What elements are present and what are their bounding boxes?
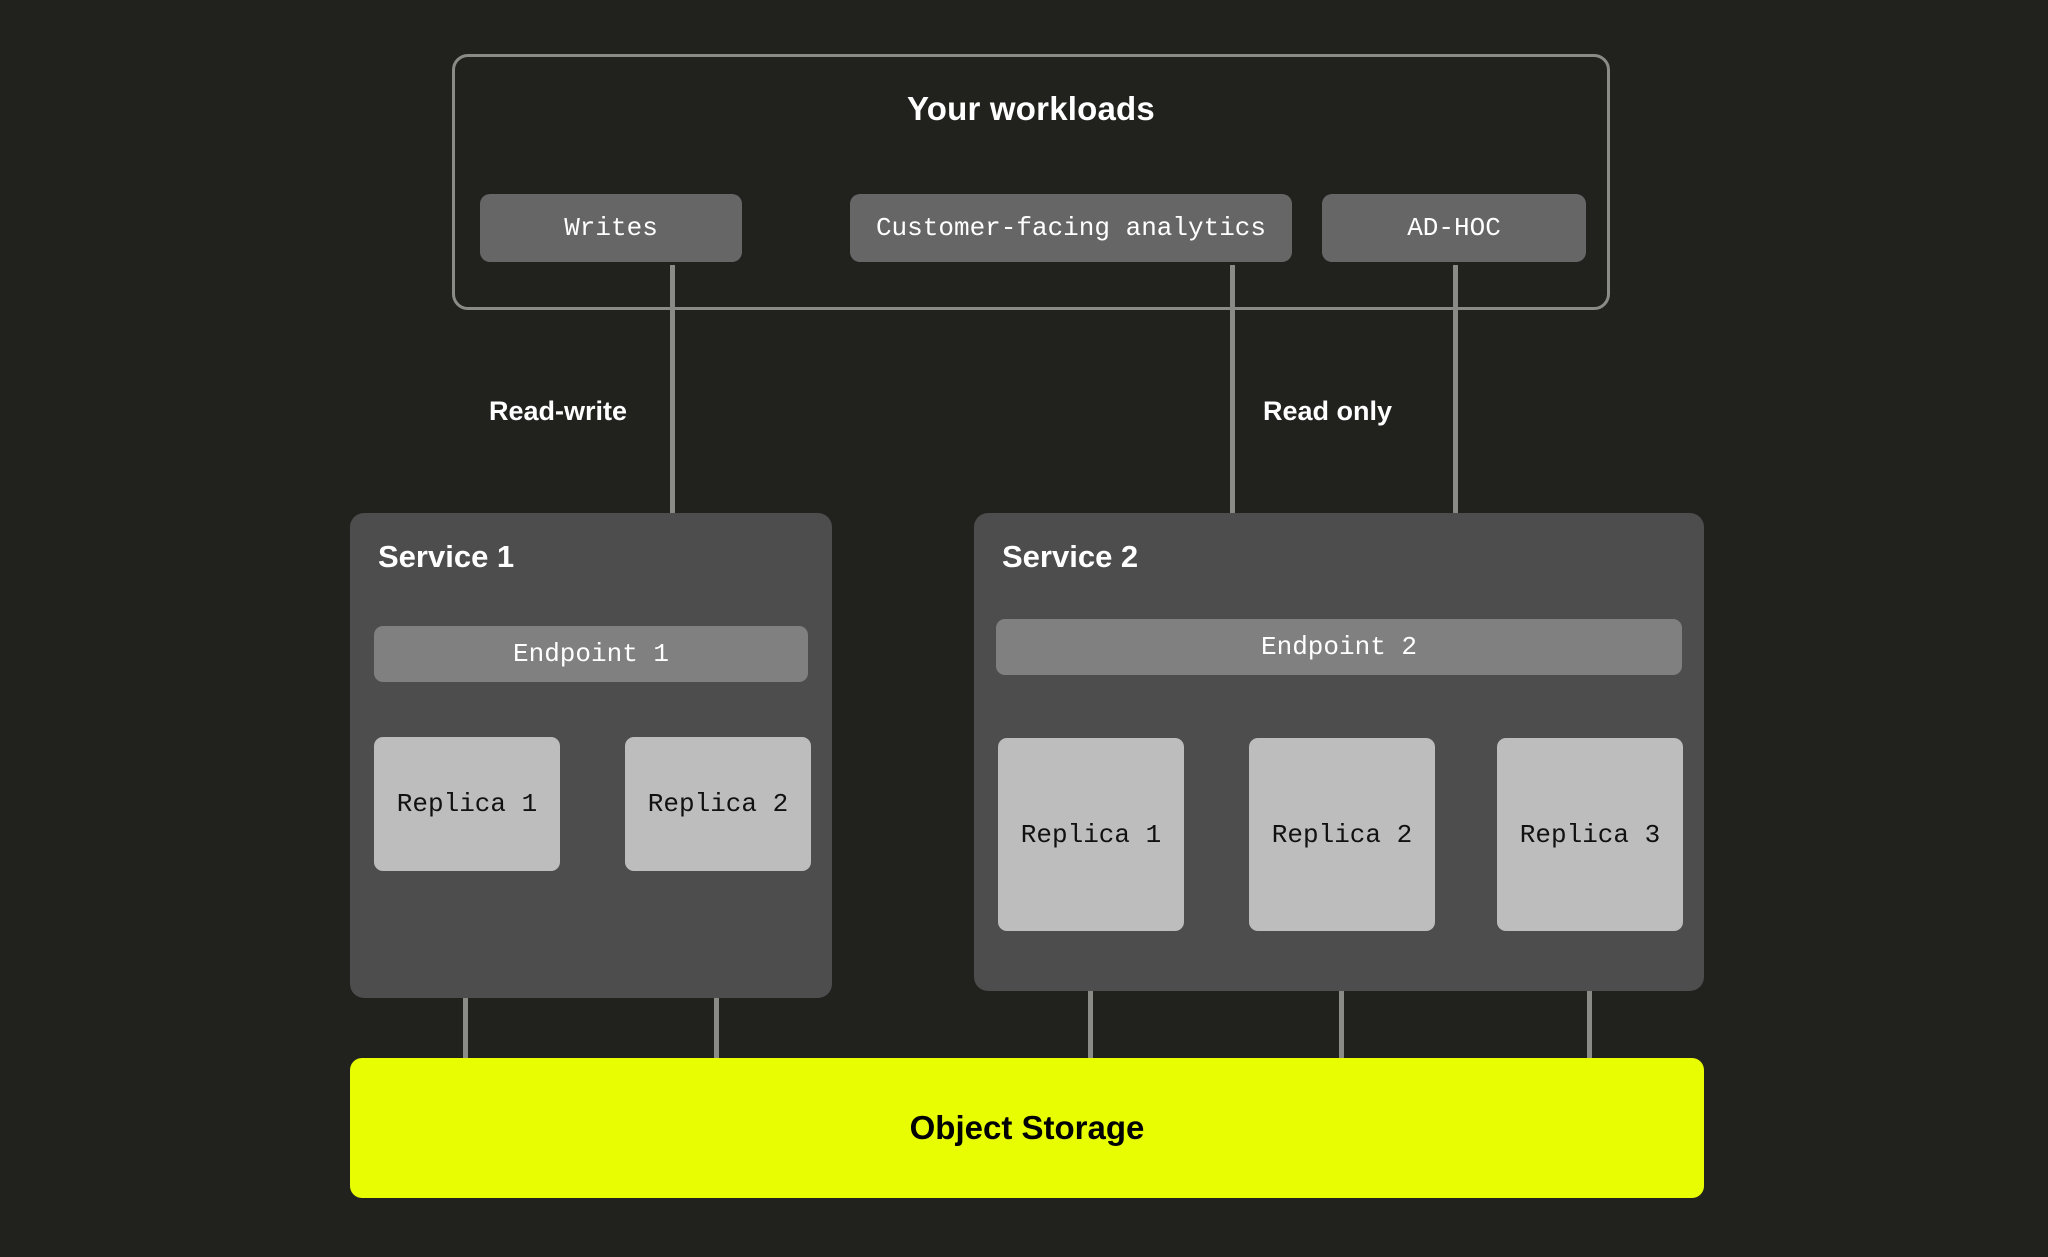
service-1-box[interactable]: Service 1 Endpoint 1 Replica 1 Replica 2 — [350, 513, 832, 998]
workload-chip-customer-facing-analytics[interactable]: Customer-facing analytics — [850, 194, 1292, 262]
endpoint-1[interactable]: Endpoint 1 — [374, 626, 808, 682]
workload-chip-ad-hoc[interactable]: AD-HOC — [1322, 194, 1586, 262]
workloads-frame — [452, 54, 1610, 310]
workloads-title: Your workloads — [907, 90, 1155, 127]
object-storage-bar[interactable]: Object Storage — [350, 1058, 1704, 1198]
service-1-replica-2[interactable]: Replica 2 — [625, 737, 811, 871]
service-2-replica-2[interactable]: Replica 2 — [1249, 738, 1435, 931]
connector-writes-to-endpoint1 — [670, 265, 675, 598]
workload-chip-writes[interactable]: Writes — [480, 194, 742, 262]
connector-adhoc-to-endpoint2 — [1453, 265, 1458, 595]
endpoint-2[interactable]: Endpoint 2 — [996, 619, 1682, 675]
service-1-title: Service 1 — [378, 539, 515, 574]
service-2-replica-3[interactable]: Replica 3 — [1497, 738, 1683, 931]
flow-label-read-write: Read-write — [489, 396, 628, 426]
connector-analytics-to-endpoint2 — [1230, 265, 1235, 595]
service-2-title: Service 2 — [1002, 539, 1139, 574]
flow-label-read-only: Read only — [1263, 396, 1393, 426]
service-1-replica-1[interactable]: Replica 1 — [374, 737, 560, 871]
service-2-box[interactable]: Service 2 Endpoint 2 Replica 1 Replica 2… — [974, 513, 1704, 991]
service-2-replica-1[interactable]: Replica 1 — [998, 738, 1184, 931]
